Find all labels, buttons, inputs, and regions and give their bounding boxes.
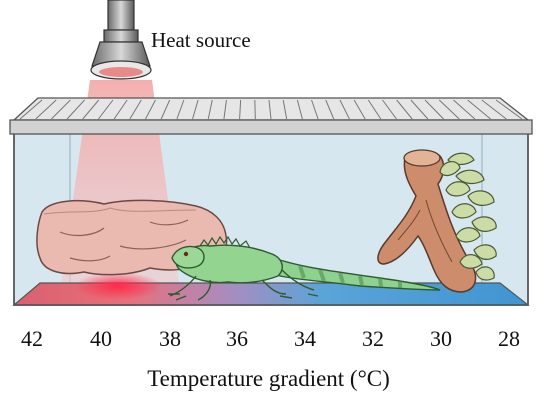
heat-lamp-icon: [90, 0, 152, 80]
lid-slat: [145, 99, 156, 120]
lid-slat: [424, 99, 444, 120]
lid-slat: [160, 99, 171, 120]
lid-slat: [453, 99, 476, 120]
lid-slat: [66, 99, 85, 120]
lid-slat: [82, 99, 100, 120]
axis-title: Temperature gradient (°C): [147, 366, 390, 391]
lid-slat: [254, 99, 256, 120]
lid-slat: [282, 99, 288, 120]
tick-label: 28: [498, 326, 520, 351]
lid-slat: [325, 99, 335, 120]
lid-slat: [339, 99, 350, 120]
lid-slat: [396, 99, 413, 120]
lid-slat: [35, 99, 57, 120]
leaves-icon: [439, 152, 497, 281]
temperature-scale: 42 40 38 36 34 32 30 28: [0, 326, 537, 358]
lid-slat: [353, 99, 366, 120]
lid-slat: [129, 99, 142, 120]
tick-label: 42: [21, 326, 43, 351]
lid-slat: [98, 99, 114, 120]
lid-slat: [19, 99, 43, 120]
lid-slat: [467, 99, 491, 120]
lid-slat: [268, 99, 272, 120]
lid-slat: [113, 99, 128, 120]
terrarium-lid: [9, 97, 533, 135]
lid-slat: [311, 99, 319, 120]
lid-slat: [239, 99, 242, 120]
log-icon: [377, 149, 477, 293]
iguana-icon: [168, 235, 441, 301]
heat-source-label: Heat source: [151, 28, 251, 52]
lid-slat: [382, 99, 397, 120]
tick-label: 38: [159, 326, 181, 351]
lid-slat: [296, 99, 303, 120]
lid-slat: [192, 99, 199, 120]
lid-slat: [438, 99, 460, 120]
lid-slat: [223, 99, 227, 120]
lid-slat: [176, 99, 185, 120]
lid-slat: [410, 99, 429, 120]
tick-label: 32: [362, 326, 384, 351]
tick-label: 40: [90, 326, 112, 351]
lid-slat: [367, 99, 382, 120]
lid-slat: [51, 99, 71, 120]
lid-slat: [481, 99, 507, 120]
tick-label: 34: [294, 326, 316, 351]
lid-slat: [495, 99, 523, 120]
lid-slat: [207, 99, 213, 120]
tick-label: 30: [430, 326, 452, 351]
tick-label: 36: [226, 326, 248, 351]
